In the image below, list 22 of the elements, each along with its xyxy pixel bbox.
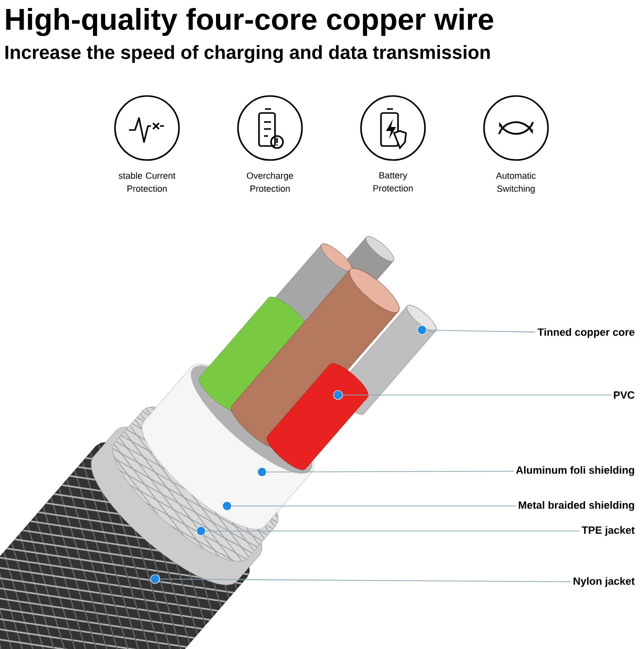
leader-line	[266, 470, 514, 472]
leader-line	[342, 394, 612, 396]
icon-caption: stable Current Protection	[118, 172, 176, 192]
part-label: PVC	[614, 391, 634, 399]
part-label: Nylon jacket	[574, 577, 635, 587]
marker-dot	[333, 390, 343, 400]
marker-dot	[150, 574, 160, 584]
icon-caption: Overcharge Protection	[246, 172, 294, 192]
part-label: Metal braided shielding	[518, 501, 634, 511]
part-label: Aluminum foli shielding	[516, 466, 634, 476]
part-label: TPE jacket	[582, 526, 635, 536]
part-label: Tinned copper core	[538, 328, 634, 338]
marker-dot	[417, 325, 427, 335]
leader-line	[205, 530, 580, 532]
leader-line	[426, 330, 536, 332]
icon-caption: Battery Protection	[373, 172, 413, 192]
subtitle: Increase the speed of charging and data transmission	[5, 45, 490, 63]
title: High-quality four-core copper wire	[6, 8, 494, 36]
icon-caption: Automatic Switching	[496, 172, 536, 194]
leader-line	[159, 578, 572, 582]
marker-dot	[196, 526, 206, 536]
marker-dot	[222, 501, 232, 511]
